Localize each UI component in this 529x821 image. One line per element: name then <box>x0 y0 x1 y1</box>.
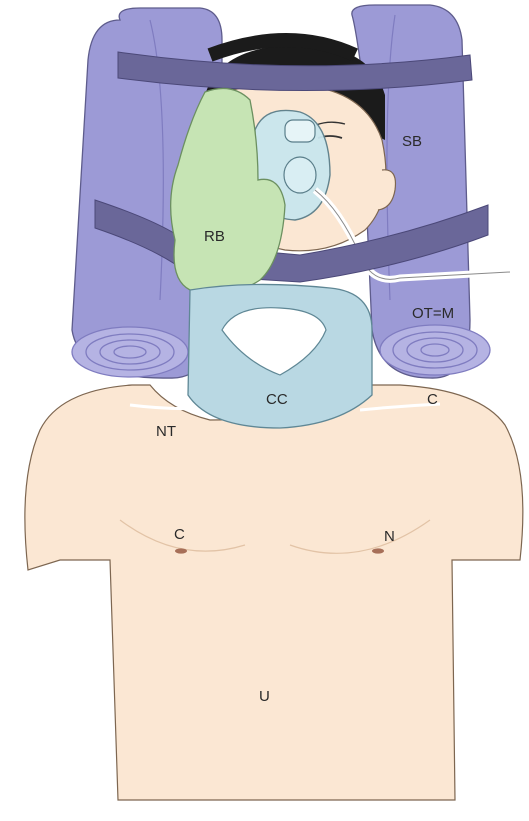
label-cc: CC <box>266 392 288 407</box>
label-ot-m: OT=M <box>412 306 454 321</box>
nipple-right <box>372 548 384 553</box>
sandbag-right-roll <box>380 325 490 375</box>
label-n: N <box>384 529 395 544</box>
label-c-chest: C <box>174 527 185 542</box>
mask-valve <box>284 157 316 193</box>
mask-connector <box>285 120 315 142</box>
label-rb: RB <box>204 229 225 244</box>
label-c-shoulder: C <box>427 392 438 407</box>
nipple-left <box>175 548 187 553</box>
torso <box>25 385 523 800</box>
label-nt: NT <box>156 424 176 439</box>
label-u: U <box>259 689 270 704</box>
label-sb: SB <box>402 134 422 149</box>
sandbag-left-roll <box>72 327 188 377</box>
